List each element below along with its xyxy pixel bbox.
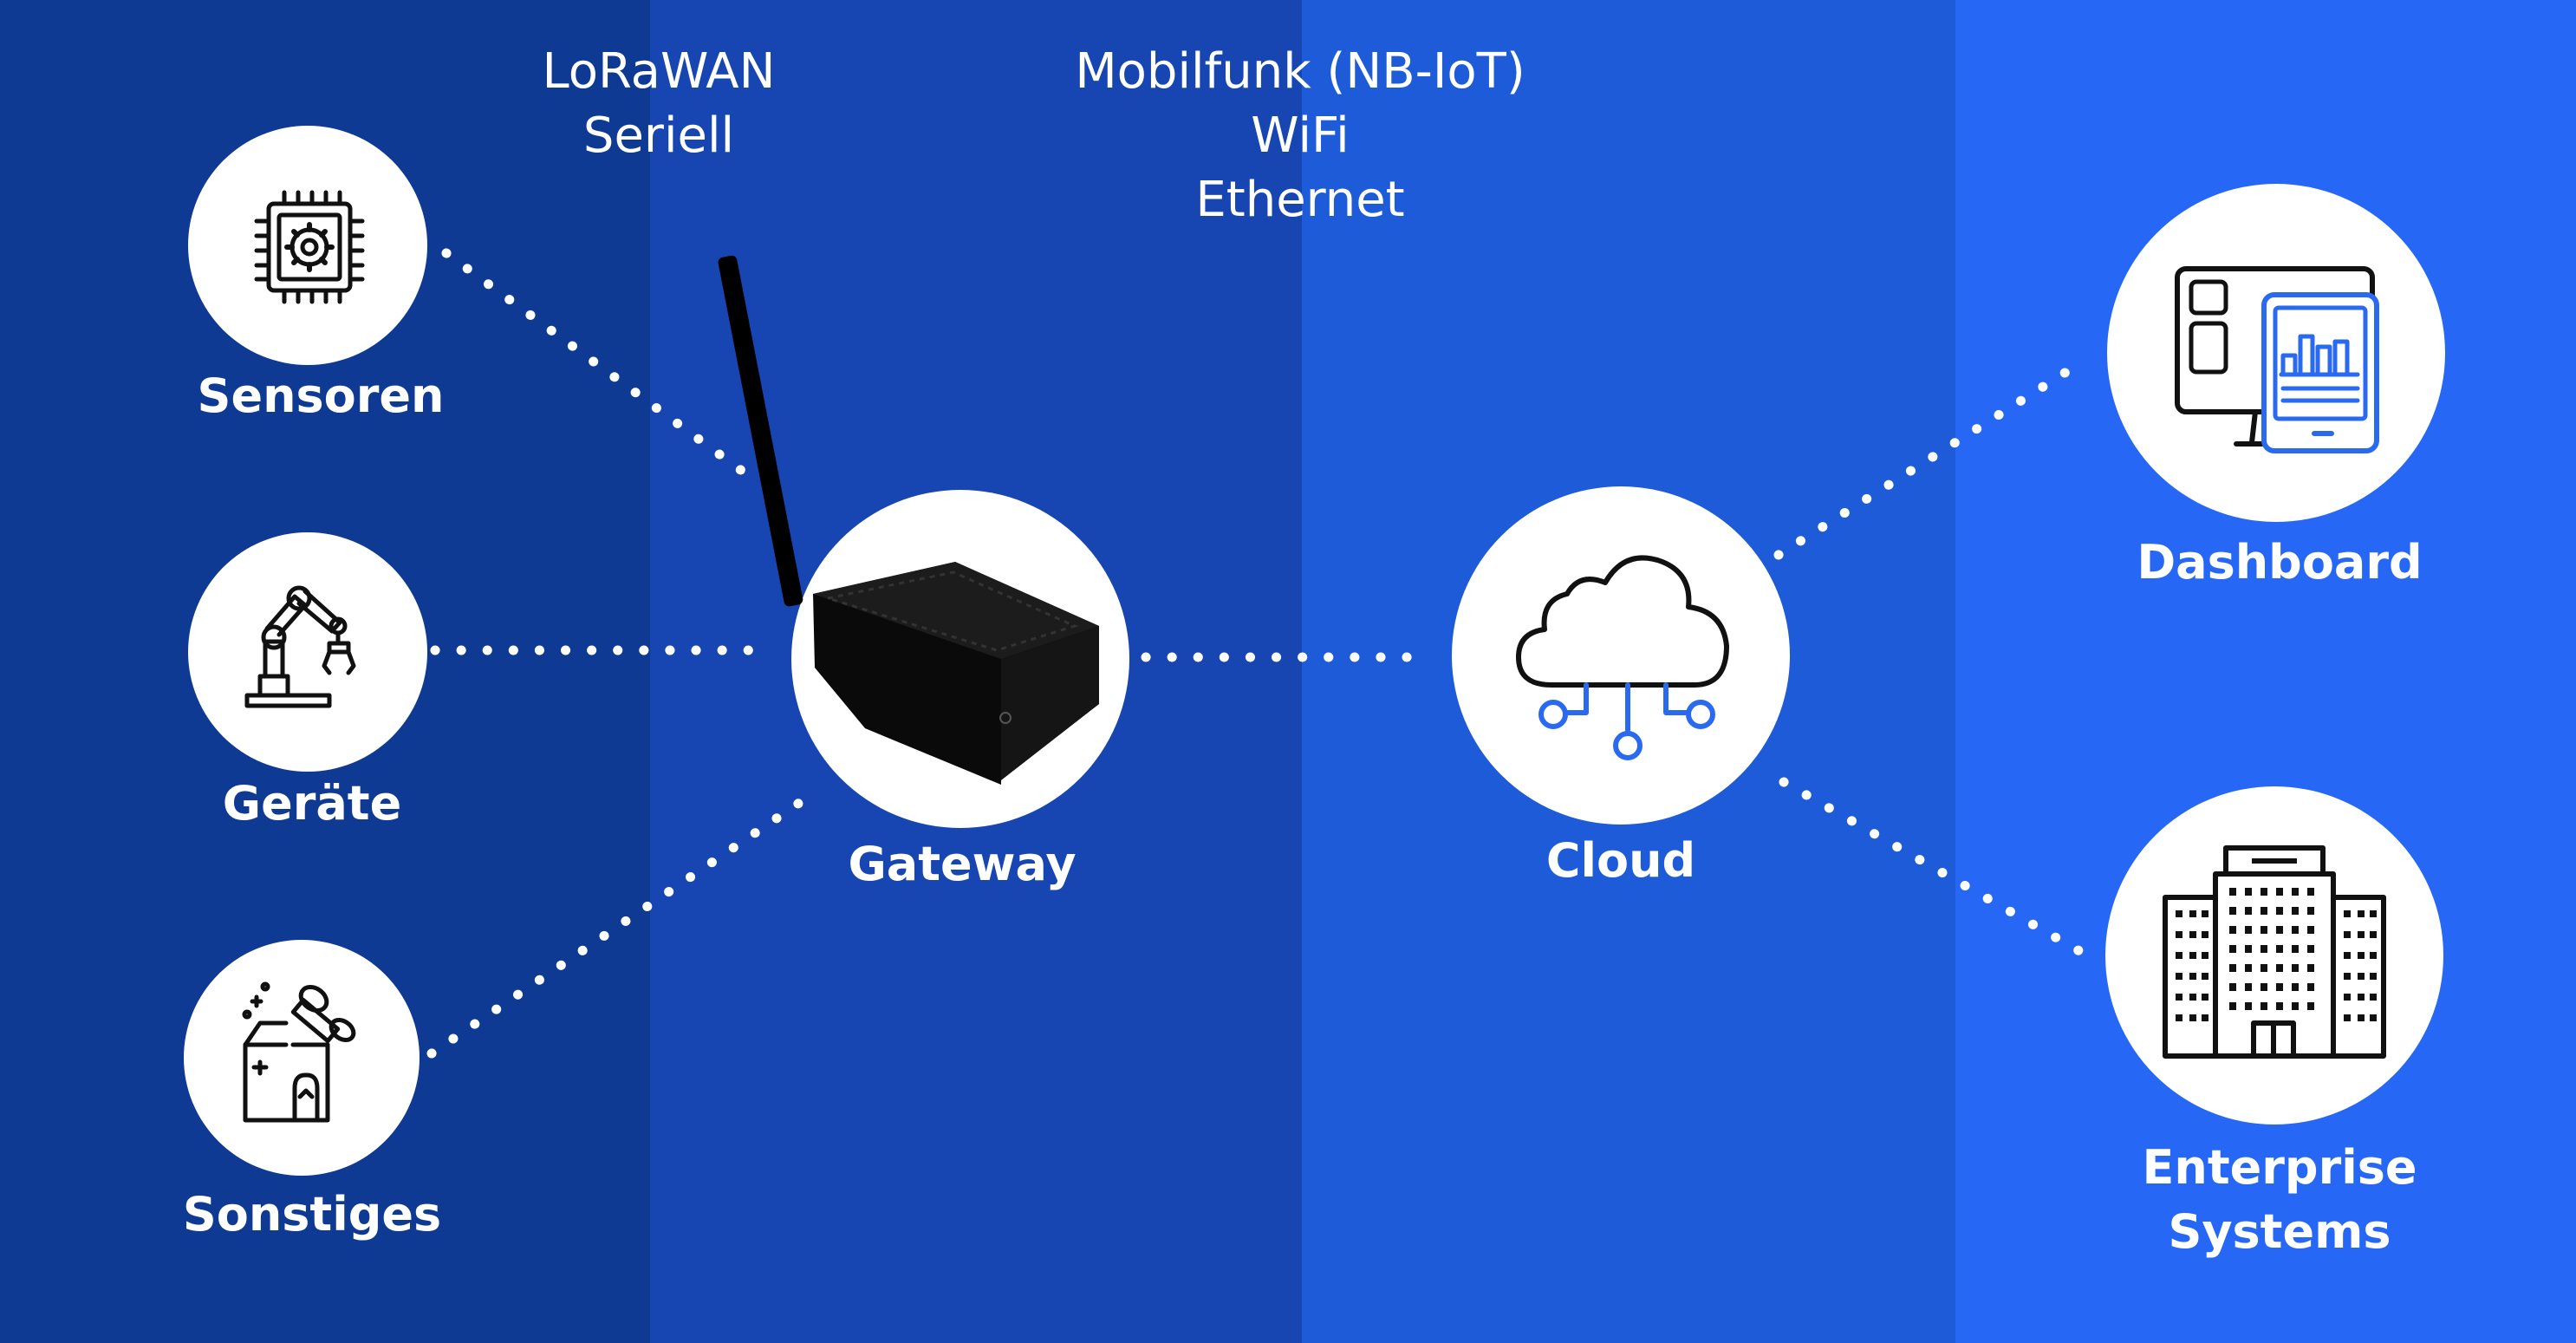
local-protocols: LoRaWAN Seriell: [485, 40, 832, 168]
enterprise-label-line1: Enterprise: [2142, 1140, 2417, 1195]
chip-gear-icon: [254, 190, 365, 304]
enterprise-label-line2: Systems: [2168, 1204, 2391, 1259]
connector-cloud-dashboard: [1773, 359, 2084, 560]
protocol-cellular: Mobilfunk (NB-IoT): [1075, 43, 1525, 100]
dashboard-label: Dashboard: [2137, 535, 2423, 590]
office-buildings-icon: [2163, 845, 2386, 1059]
sensors-node: [188, 126, 427, 365]
protocol-serial: Seriell: [582, 108, 735, 164]
connector-other-gateway: [426, 794, 810, 1059]
protocol-wifi: WiFi: [1251, 108, 1350, 164]
sensors-label: Sensoren: [197, 368, 445, 423]
devices-label: Geräte: [222, 776, 402, 831]
gift-box-icon: [242, 981, 356, 1123]
monitor-tablet-chart-icon: [2175, 266, 2379, 453]
gateway-device-icon: [718, 255, 1099, 785]
enterprise-node: [2105, 786, 2443, 1125]
cloud-node: [1452, 486, 1790, 825]
cloud-network-icon: [1516, 555, 1729, 760]
uplink-protocols: Mobilfunk (NB-IoT) WiFi Ethernet: [1040, 40, 1560, 232]
protocol-lorawan: LoRaWAN: [542, 43, 776, 100]
connector-cloud-enterprise: [1779, 777, 2104, 968]
robot-arm-icon: [244, 585, 356, 708]
gateway-label: Gateway: [848, 837, 1077, 891]
enterprise-label: Enterprise Systems: [2106, 1136, 2453, 1264]
other-label: Sonstiges: [182, 1187, 442, 1242]
protocol-ethernet: Ethernet: [1195, 172, 1405, 228]
other-node: [184, 940, 420, 1176]
devices-node: [188, 532, 427, 772]
cloud-label: Cloud: [1545, 833, 1696, 888]
connector-sensors-gateway: [441, 248, 758, 484]
